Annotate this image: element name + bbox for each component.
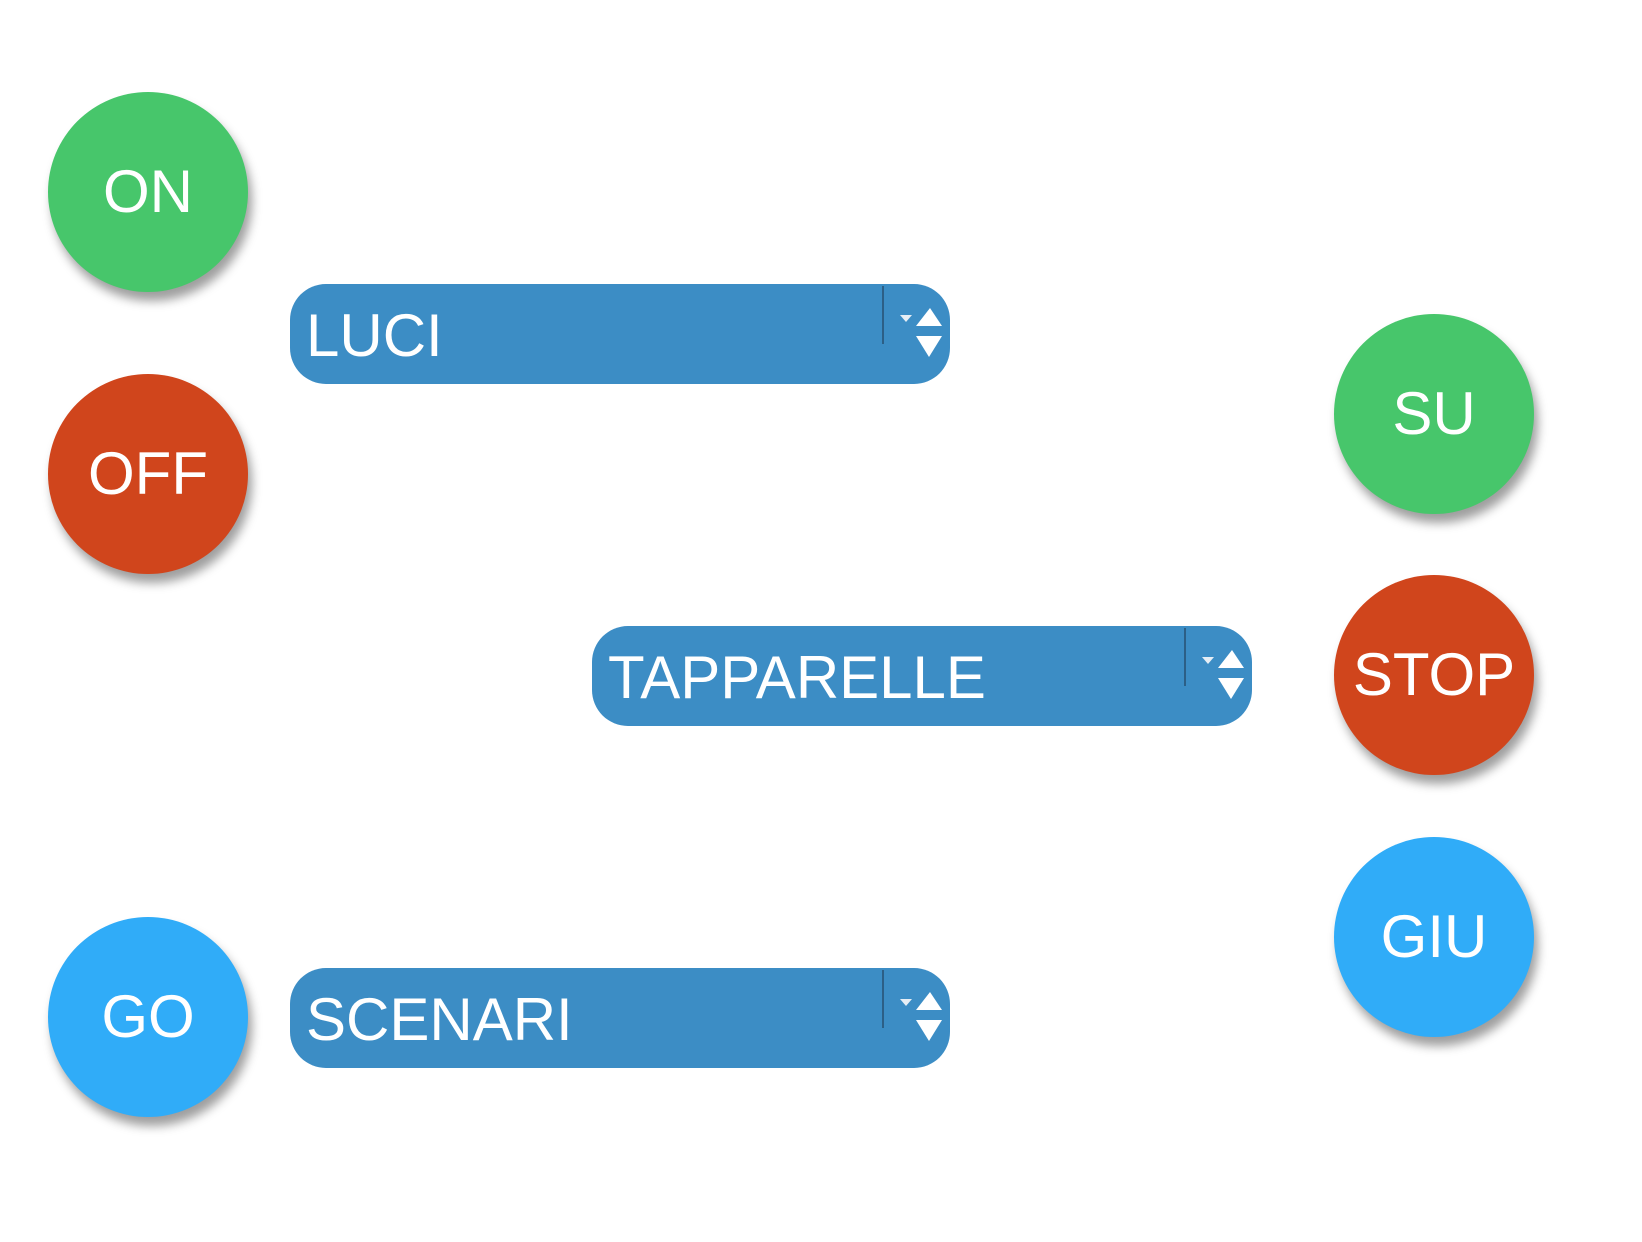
scene-go-button[interactable]: GO [48, 917, 248, 1117]
select-divider [1184, 628, 1186, 686]
blinds-stop-label: STOP [1352, 641, 1516, 708]
blinds-select-value: TAPPARELLE [608, 644, 986, 711]
blinds-stop-button[interactable]: STOP [1334, 575, 1534, 775]
lights-on-button[interactable]: ON [48, 92, 248, 292]
lights-select-value: LUCI [306, 302, 443, 369]
blinds-up-label: SU [1392, 380, 1476, 447]
select-divider [882, 970, 884, 1028]
up-down-arrows-icon [900, 308, 942, 357]
scene-go-label: GO [101, 983, 195, 1050]
blinds-down-button[interactable]: GIU [1334, 837, 1534, 1037]
up-down-arrows-icon [1202, 650, 1244, 699]
lights-select[interactable]: LUCI [290, 284, 950, 384]
blinds-down-label: GIU [1380, 903, 1488, 970]
scenes-select[interactable]: SCENARI [290, 968, 950, 1068]
blinds-up-button[interactable]: SU [1334, 314, 1534, 514]
lights-off-button[interactable]: OFF [48, 374, 248, 574]
blinds-select[interactable]: TAPPARELLE [592, 626, 1252, 726]
scenes-select-value: SCENARI [306, 986, 573, 1053]
lights-on-label: ON [103, 158, 193, 225]
lights-off-label: OFF [88, 440, 208, 507]
select-divider [882, 286, 884, 344]
up-down-arrows-icon [900, 992, 942, 1041]
